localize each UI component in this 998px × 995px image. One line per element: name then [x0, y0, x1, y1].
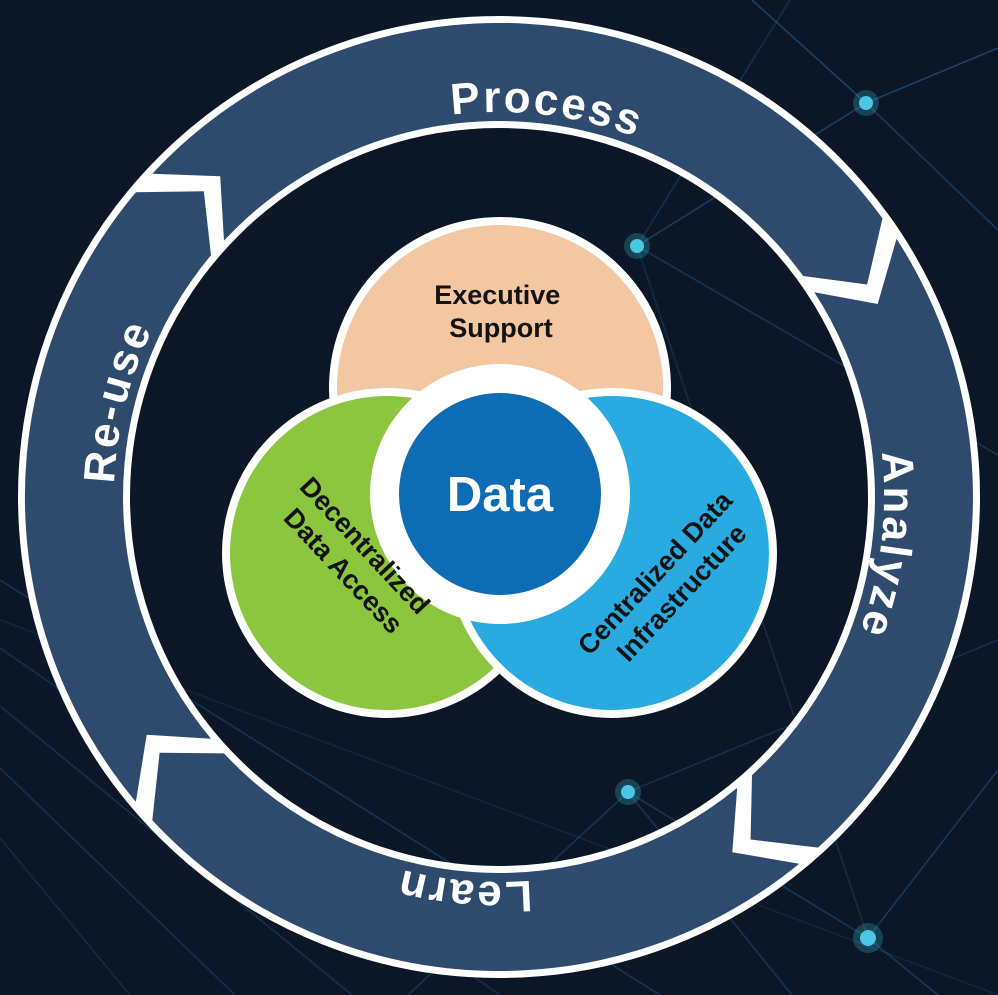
ring-segment-reuse	[24, 191, 212, 802]
data-label: Data	[447, 468, 554, 522]
network-line	[865, 102, 998, 231]
ring-segment-process	[152, 22, 883, 285]
label-executive-support-line2: Support	[449, 313, 552, 343]
network-node-dot	[621, 785, 635, 799]
network-node-dot	[860, 930, 876, 946]
cycle-ring-segments	[24, 22, 973, 972]
network-node-dot	[859, 96, 873, 110]
network-line	[0, 767, 236, 995]
data-circle	[399, 393, 601, 595]
network-line	[867, 769, 998, 939]
network-nodes	[615, 90, 883, 953]
label-executive-support: Executive Support	[434, 280, 568, 343]
network-node-dot	[630, 239, 644, 253]
network-line	[867, 937, 939, 995]
network-line	[751, 0, 867, 104]
network-line	[0, 837, 131, 995]
ring-segment-analyze	[750, 238, 973, 848]
ring-segment-learn	[152, 752, 800, 972]
label-executive-support-line1: Executive	[434, 280, 560, 310]
network-line	[865, 47, 998, 104]
